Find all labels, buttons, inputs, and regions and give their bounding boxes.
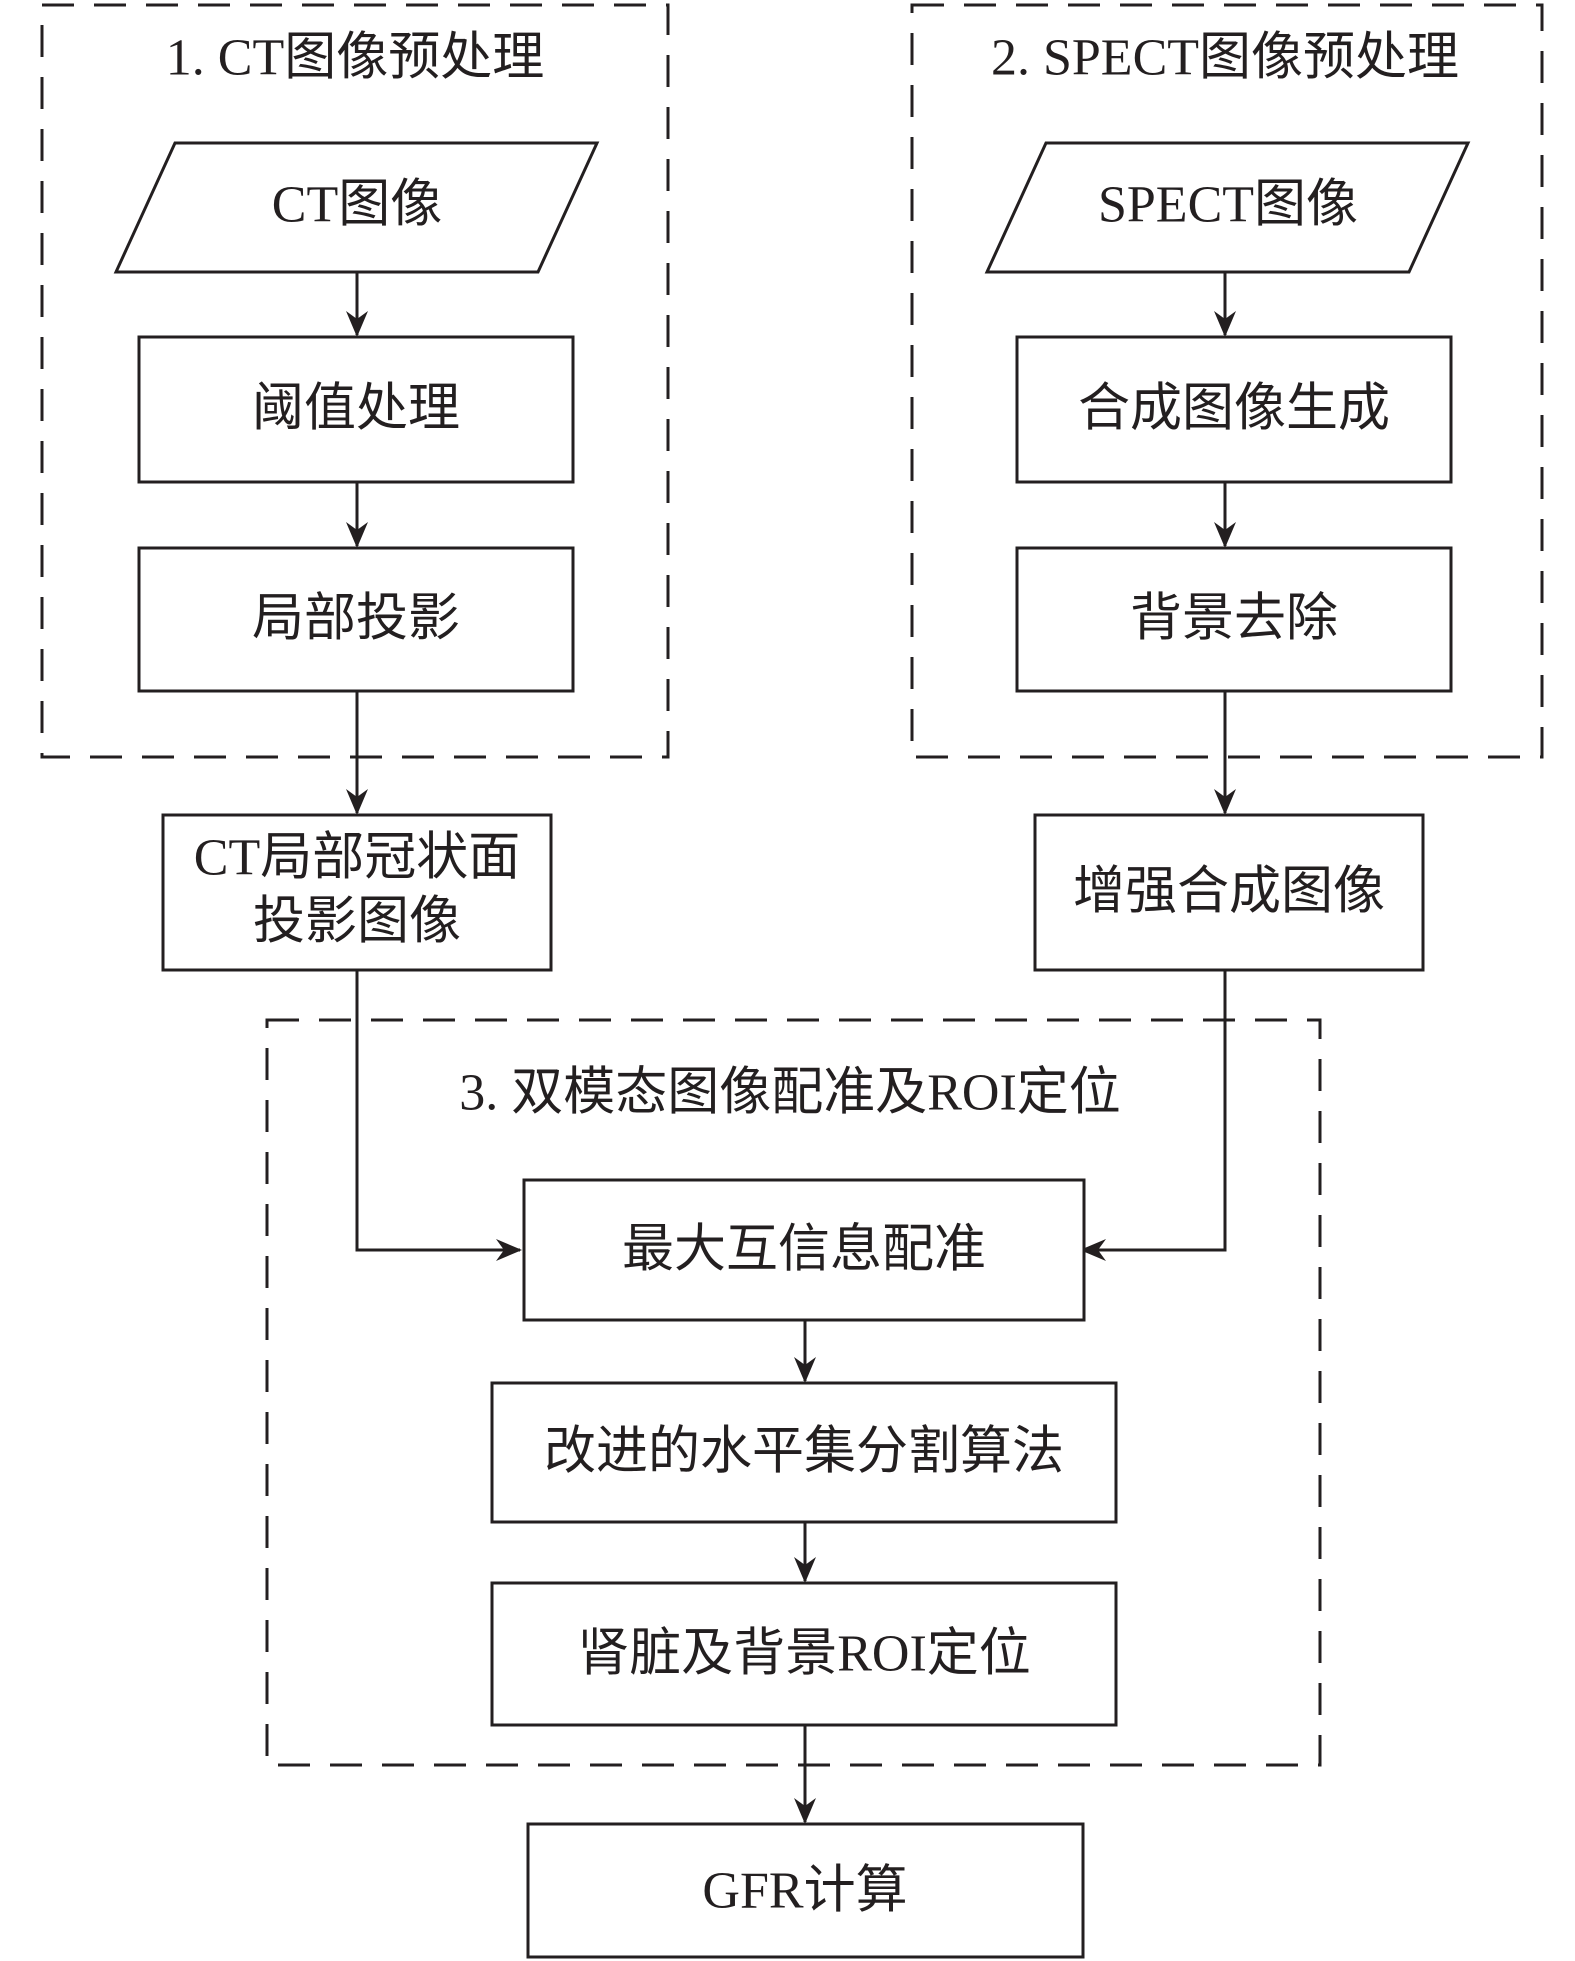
node-roi-localization-shape: [490, 1581, 1118, 1727]
node-level-set-segmentation-shape: [490, 1381, 1118, 1524]
group-ct-preprocess-title: 1. CT图像预处理: [166, 30, 544, 87]
node-mutual-info-registration-label: 最大互信息配准: [622, 1222, 986, 1279]
node-ct-coronal-projection-label-line2: 投影图像: [253, 894, 461, 951]
node-ct-coronal-projection-label-line1: CT局部冠状面: [194, 830, 520, 887]
node-local-projection: 局部投影: [137, 546, 575, 693]
node-spect-image-label: SPECT图像: [1098, 177, 1358, 234]
node-local-projection-shape: [137, 546, 575, 693]
group-spect-preprocess-title: 2. SPECT图像预处理: [991, 30, 1459, 87]
node-spect-image: SPECT图像: [984, 141, 1471, 274]
node-threshold-shape: [137, 335, 575, 484]
node-composite-generation-shape: [1015, 335, 1453, 484]
edge-ct-coronal-to-registration: [355, 970, 522, 1261]
node-roi-localization-label: 肾脏及背景ROI定位: [577, 1626, 1031, 1683]
group-registration-border: [265, 1018, 1322, 1767]
node-roi-localization: 肾脏及背景ROI定位: [490, 1581, 1118, 1727]
node-ct-image-label: CT图像: [272, 177, 442, 234]
group-registration-title: 3. 双模态图像配准及ROI定位: [459, 1065, 1121, 1122]
node-spect-image-shape: [984, 141, 1471, 274]
node-background-removal-label: 背景去除: [1130, 591, 1338, 648]
node-ct-image-shape: [113, 141, 600, 274]
node-level-set-segmentation: 改进的水平集分割算法: [490, 1381, 1118, 1524]
group-spect-preprocess: 2. SPECT图像预处理: [910, 3, 1544, 759]
group-registration: 3. 双模态图像配准及ROI定位: [265, 1018, 1322, 1767]
node-gfr-calculation: GFR计算: [526, 1822, 1085, 1959]
node-ct-coronal-projection: CT局部冠状面 投影图像: [161, 813, 553, 972]
node-enhanced-composite: 增强合成图像: [1033, 813, 1425, 972]
node-gfr-calculation-label: GFR计算: [702, 1863, 907, 1920]
node-ct-coronal-projection-shape: [161, 813, 553, 972]
node-composite-generation-label: 合成图像生成: [1078, 381, 1390, 438]
node-ct-image: CT图像: [113, 141, 600, 274]
group-spect-preprocess-border: [910, 3, 1544, 759]
edges: [346, 272, 1236, 1824]
group-ct-preprocess: 1. CT图像预处理: [40, 3, 670, 759]
node-gfr-calculation-shape: [526, 1822, 1085, 1959]
edge-enhanced-to-registration: [1080, 970, 1227, 1261]
node-local-projection-label: 局部投影: [252, 591, 460, 648]
node-composite-generation: 合成图像生成: [1015, 335, 1453, 484]
node-enhanced-composite-label: 增强合成图像: [1073, 864, 1385, 921]
node-threshold: 阈值处理: [137, 335, 575, 484]
node-threshold-label: 阈值处理: [252, 381, 460, 438]
node-level-set-segmentation-label: 改进的水平集分割算法: [544, 1424, 1064, 1481]
node-mutual-info-registration-shape: [522, 1178, 1086, 1322]
node-background-removal: 背景去除: [1015, 546, 1453, 693]
group-ct-preprocess-border: [40, 3, 670, 759]
node-mutual-info-registration: 最大互信息配准: [522, 1178, 1086, 1322]
node-background-removal-shape: [1015, 546, 1453, 693]
node-enhanced-composite-shape: [1033, 813, 1425, 972]
